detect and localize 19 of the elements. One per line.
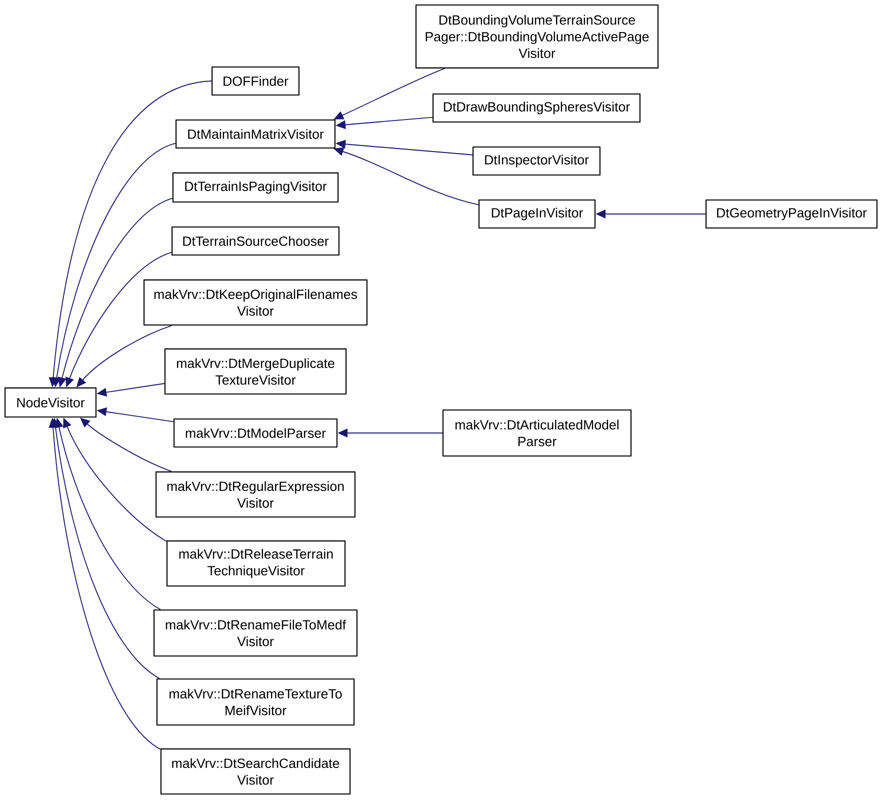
class-box: NodeVisitor [4, 387, 96, 418]
class-box: DtTerrainSourceChooser [172, 226, 340, 256]
class-box: DtDrawBoundingSpheresVisitor [432, 93, 640, 123]
class-box: DtTerrainIsPagingVisitor [172, 172, 339, 203]
class-box: DtInspectorVisitor [472, 146, 600, 176]
class-box: makVrv::DtMergeDuplicate TextureVisitor [164, 348, 347, 395]
class-box: makVrv::DtRenameFileToMedf Visitor [154, 609, 358, 657]
class-box: makVrv::DtModelParser [174, 418, 338, 448]
class-box: DOFFinder [212, 66, 300, 96]
class-box: DtBoundingVolumeTerrainSource Pager::DtBoundingVolumeActivePage Visitor [415, 4, 659, 68]
class-box: DtGeometryPageInVisitor [706, 199, 878, 229]
class-box: makVrv::DtRenameTextureTo MeifVisitor [156, 678, 355, 726]
class-box: makVrv::DtKeepOriginalFilenames Visitor [144, 279, 368, 326]
class-box: DtMaintainMatrixVisitor [176, 119, 336, 149]
class-box: makVrv::DtReleaseTerrain TechniqueVisitor [166, 540, 346, 587]
class-box: makVrv::DtArticulatedModel Parser [442, 409, 632, 457]
class-box: DtPageInVisitor [478, 199, 596, 229]
class-box: makVrv::DtRegularExpression Visitor [156, 471, 356, 518]
class-box: makVrv::DtSearchCandidate Visitor [160, 748, 351, 795]
